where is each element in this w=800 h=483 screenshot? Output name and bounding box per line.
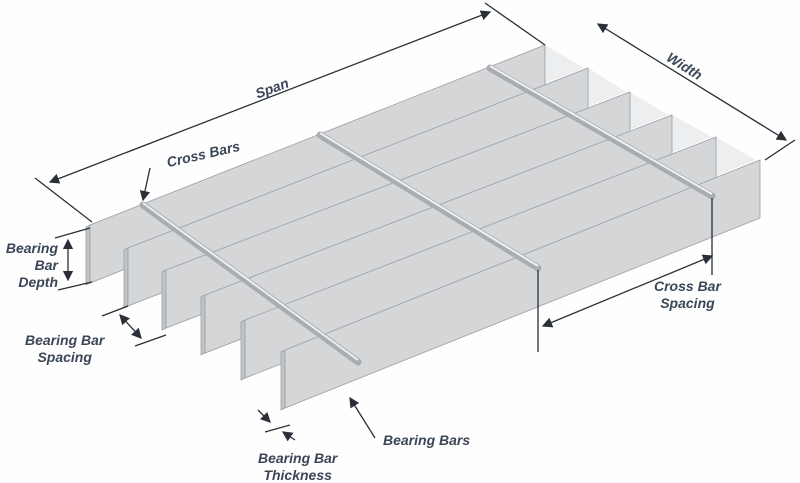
depth-ext-top [54, 227, 91, 239]
span-dimension-line [48, 10, 492, 184]
bearing-bar-end [161, 269, 167, 331]
bearing-bar [284, 159, 761, 409]
label-bearing-bar-depth: Bearing Bar Depth [5, 240, 58, 290]
cross-bars-pointer [139, 167, 151, 202]
depth-ext-bottom [57, 281, 93, 291]
label-bearing-bars: Bearing Bars [383, 432, 471, 448]
spacing-ext-2 [134, 334, 167, 347]
cross-bar [139, 201, 362, 366]
thickness-arrow-1 [257, 409, 271, 423]
width-dimension-line [596, 23, 788, 141]
bearing-bar-end [123, 247, 129, 309]
label-bearing-bar-thickness: Bearing Bar Thickness [258, 450, 338, 483]
bearing-bars-pointer [349, 396, 376, 439]
cross-bar-spacing-line [541, 254, 714, 328]
span-extension-right [484, 2, 546, 46]
bearing-bar-end [240, 319, 246, 381]
thickness-ext [264, 424, 291, 433]
spacing-ext-1 [101, 305, 129, 317]
label-bearing-bar-spacing: Bearing Bar Spacing [25, 332, 105, 365]
bearing-bar-end [200, 294, 206, 356]
label-cross-bar-spacing: Cross Bar Spacing [654, 278, 721, 311]
thickness-arrow-2 [281, 431, 296, 442]
width-extension-right [764, 139, 796, 161]
bearing-bar-end [280, 349, 286, 411]
cross-bar-highlight [142, 202, 359, 361]
bearing-bars-group [85, 44, 761, 411]
span-extension-left [34, 177, 93, 223]
bearing-bar-end [85, 224, 91, 286]
spacing-arrow [119, 314, 142, 339]
dimension-lines [34, 2, 796, 442]
